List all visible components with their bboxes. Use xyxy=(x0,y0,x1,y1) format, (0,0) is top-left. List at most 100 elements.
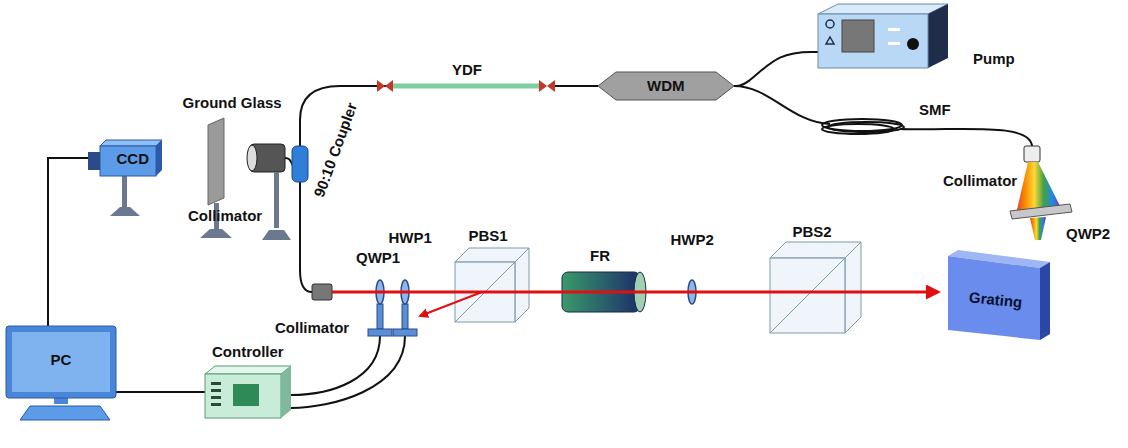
ydf-fiber xyxy=(393,84,539,89)
keyboard xyxy=(54,398,68,404)
fiber-connector xyxy=(547,80,555,92)
controller-port xyxy=(211,382,221,385)
part-label: Collimator xyxy=(188,207,262,225)
fiber-connector xyxy=(539,80,547,92)
pc-monitor: PC xyxy=(6,326,116,398)
collimator xyxy=(262,230,291,240)
grating xyxy=(1040,262,1050,340)
fiber xyxy=(555,85,598,87)
pump-indicator xyxy=(888,28,900,31)
wdm-coupler: WDM xyxy=(598,72,734,100)
ccd-lens xyxy=(88,152,100,170)
ground-glass xyxy=(200,229,232,238)
laser-beam xyxy=(332,291,938,294)
ccd-top xyxy=(100,140,162,146)
cable xyxy=(116,391,205,393)
beam-splitter-cube xyxy=(770,258,845,333)
fiber-coupler xyxy=(292,146,308,182)
cable xyxy=(48,158,88,326)
beam-splitter-cube xyxy=(845,242,861,333)
pump-side xyxy=(928,4,948,68)
stand xyxy=(122,176,127,208)
wdm-body xyxy=(598,72,734,100)
beam-splitter-cube xyxy=(770,242,861,333)
pump-front xyxy=(818,14,928,68)
spectrum xyxy=(1030,217,1046,240)
part-label: QWP2 xyxy=(1066,225,1110,243)
collimator xyxy=(247,144,291,240)
pump-display xyxy=(842,20,874,52)
controller-port xyxy=(211,403,221,406)
waveplate xyxy=(1010,204,1072,219)
fiber-connector xyxy=(377,80,385,92)
monitor-frame xyxy=(6,326,116,398)
collimator xyxy=(247,145,257,171)
rotation-mount xyxy=(393,329,417,336)
ccd-camera: CCD xyxy=(88,140,162,176)
pump-knob xyxy=(826,20,834,28)
spectrum xyxy=(1016,162,1062,240)
pump-port xyxy=(907,38,919,50)
controller-top xyxy=(205,366,291,374)
rotation-mount xyxy=(377,304,383,329)
fiber xyxy=(822,124,894,134)
part-label: QWP1 xyxy=(356,249,400,267)
fiber xyxy=(300,182,312,292)
cable xyxy=(734,52,818,86)
pump-indicator xyxy=(888,42,900,45)
fiber xyxy=(734,86,830,124)
fiber-connector xyxy=(377,80,555,92)
part-label: 90:10 Coupler xyxy=(310,100,361,199)
grating xyxy=(948,250,1050,340)
part-label: Ground Glass xyxy=(183,94,282,112)
part-label: HWP1 xyxy=(389,229,432,247)
collimator xyxy=(274,172,279,228)
part-label: PBS2 xyxy=(793,223,832,241)
fiber xyxy=(291,336,405,408)
controller-side xyxy=(281,366,291,418)
part-label: Collimator xyxy=(275,319,349,337)
waveplate xyxy=(1010,204,1072,219)
pump-top xyxy=(818,4,948,14)
part-label: HWP2 xyxy=(671,231,714,249)
rotation-mount xyxy=(402,304,408,329)
node-label: WDM xyxy=(647,77,685,95)
collimator xyxy=(1024,146,1040,162)
grating xyxy=(948,256,1040,340)
pump-button xyxy=(826,37,834,44)
beam-splitter-cube xyxy=(515,248,529,322)
monitor-screen xyxy=(12,332,110,392)
ccd-side xyxy=(156,140,162,176)
node-label: Controller xyxy=(212,343,284,361)
controller-port xyxy=(211,389,221,392)
laser-beam xyxy=(332,292,938,316)
laser-beam xyxy=(420,292,482,316)
node-label: CCD xyxy=(117,150,150,168)
node-label: PC xyxy=(51,351,72,369)
stand xyxy=(110,176,140,216)
grating-label: Grating xyxy=(968,288,1023,311)
rotation-mount xyxy=(368,329,392,336)
beam-splitter-cube xyxy=(770,258,845,333)
keyboard xyxy=(20,406,110,420)
collimator xyxy=(312,284,332,300)
part-label: SMF xyxy=(919,101,951,119)
ccd-front xyxy=(100,146,156,176)
part-label: Collimator xyxy=(943,172,1017,190)
node-shape xyxy=(205,366,291,418)
fiber-coupler xyxy=(292,146,308,182)
part-label: PBS1 xyxy=(469,227,508,245)
stand xyxy=(110,207,140,216)
beam-splitter-cube xyxy=(455,248,529,322)
ydf-fiber xyxy=(393,86,539,87)
collimator xyxy=(1024,146,1040,162)
fiber xyxy=(285,86,1032,408)
part-label: FR xyxy=(590,247,610,265)
fiber xyxy=(900,129,1032,146)
node-label: Pump xyxy=(973,50,1015,68)
